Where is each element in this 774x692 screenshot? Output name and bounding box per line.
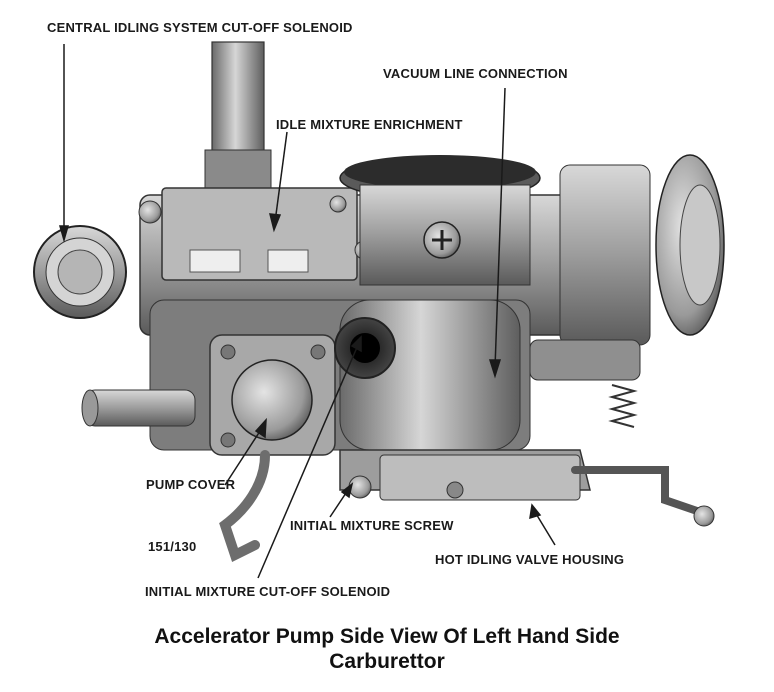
air-horn (339, 155, 541, 286)
leader-lines (59, 44, 556, 579)
central-idling-solenoid (33, 225, 127, 319)
label-pump-cover: PUMP COVER (146, 477, 236, 492)
initial-cutoff-solenoid (334, 317, 396, 379)
label-hot-idling-valve-housing: HOT IDLING VALVE HOUSING (435, 552, 625, 567)
label-central-idling-solenoid: CENTRAL IDLING SYSTEM CUT-OFF SOLENOID (47, 20, 353, 35)
caption-line-2: Carburettor (329, 650, 445, 673)
choke-assembly (529, 154, 725, 428)
label-figure-number: 151/130 (148, 539, 197, 554)
pump-cover (209, 334, 336, 456)
idle-enrichment-plate (138, 187, 374, 281)
label-vacuum-line-connection: VACUUM LINE CONNECTION (383, 66, 568, 81)
label-idle-mixture-enrichment: IDLE MIXTURE ENRICHMENT (276, 117, 463, 132)
label-initial-mixture-screw: INITIAL MIXTURE SCREW (290, 518, 454, 533)
left-inlet-pipe (81, 389, 196, 427)
vertical-tube (204, 41, 272, 191)
caption-line-1: Accelerator Pump Side View Of Left Hand … (154, 625, 620, 648)
hot-idling-valve-housing (339, 449, 591, 501)
label-initial-mixture-cutoff-solenoid: INITIAL MIXTURE CUT-OFF SOLENOID (145, 584, 391, 599)
throttle-linkage (219, 450, 715, 563)
